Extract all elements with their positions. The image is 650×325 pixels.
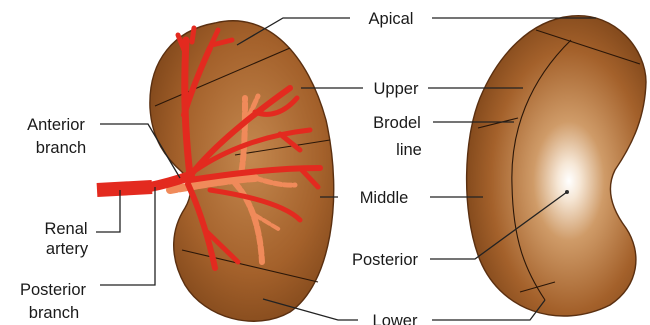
label-brodel-1: Brodel [373,114,421,132]
label-middle: Middle [360,189,409,207]
label-apical: Apical [369,10,414,28]
label-upper: Upper [374,80,419,98]
label-anterior-branch-2: branch [36,139,86,157]
label-brodel-2: line [396,141,422,159]
posterior-kidney-body [467,16,646,316]
leader-posterior-branch [100,187,155,285]
label-posterior-branch-2: branch [29,304,79,322]
label-posterior-branch-1: Posterior [20,281,87,299]
label-renal-artery-2: artery [46,240,89,258]
label-anterior-branch-1: Anterior [27,116,85,134]
posterior-kidney [467,16,646,316]
label-lower: Lower [373,312,418,325]
label-renal-artery-1: Renal [44,220,87,238]
label-posterior: Posterior [352,251,419,269]
